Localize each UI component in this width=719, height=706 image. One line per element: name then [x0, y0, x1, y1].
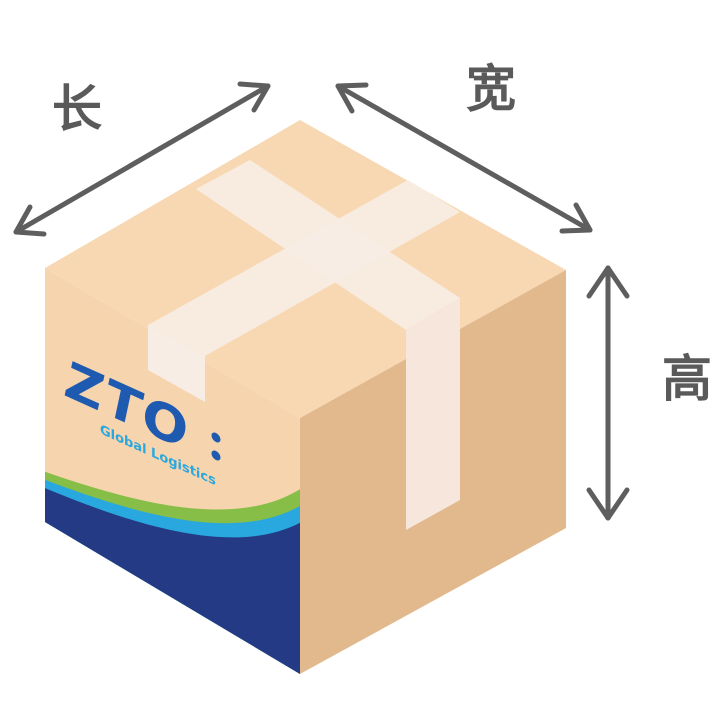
length-label: 长 [52, 80, 102, 138]
tape-strip-top-b [148, 180, 460, 356]
width-label: 宽 [466, 60, 516, 118]
height-arrow [586, 265, 630, 521]
logo-dot-lower [211, 450, 221, 461]
tape-strip-left-face [148, 325, 205, 402]
tape-strip-right-face [406, 298, 460, 530]
length-arrow [13, 81, 271, 237]
logo-dot-upper [211, 432, 221, 443]
height-label: 高 [662, 350, 712, 408]
width-arrow [335, 82, 593, 234]
